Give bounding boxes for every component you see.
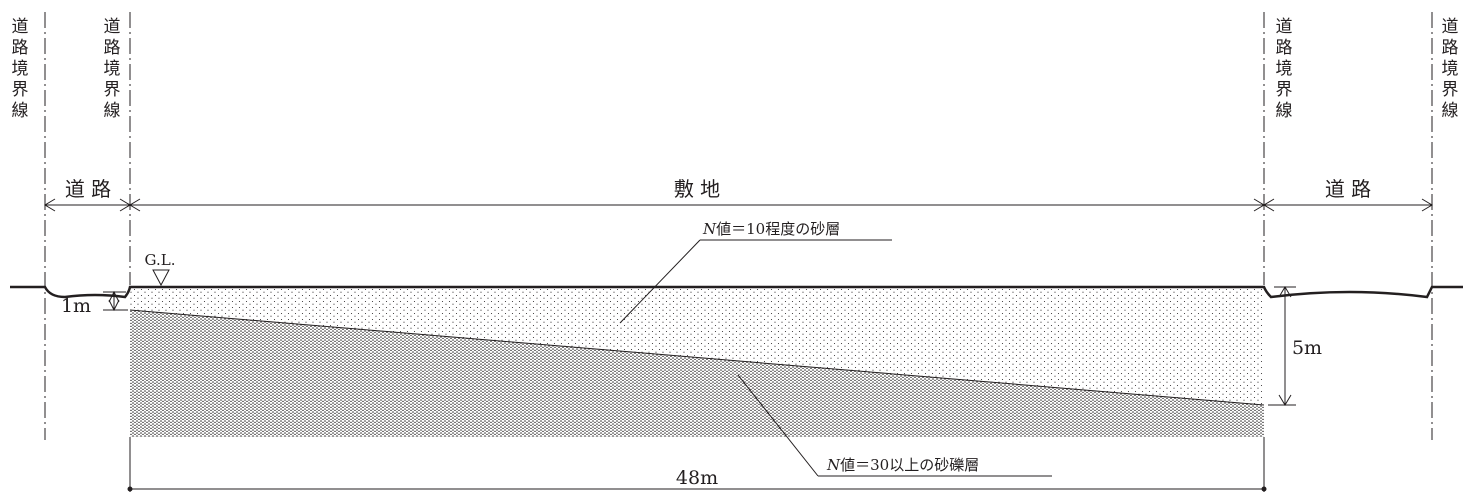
site-label: 敷 地 [674,177,720,201]
boundary-label-2: 道 路 境 界 線 [104,17,121,121]
svg-text:道: 道 [104,17,121,37]
svg-text:道: 道 [12,17,29,37]
svg-text:境: 境 [104,59,121,79]
svg-text:路: 路 [1442,38,1459,58]
svg-text:道: 道 [1276,17,1293,37]
boundary-label-4: 道 路 境 界 線 [1442,17,1459,121]
gl-marker-icon [152,269,170,287]
upper-layer-n: N [702,220,717,238]
boundary-label-1: 道 路 境 界 線 [12,17,29,121]
svg-text:界: 界 [1442,80,1459,100]
road-right-label: 道 路 [1325,177,1371,201]
road-left-label: 道 路 [65,177,111,201]
svg-text:路: 路 [12,38,29,58]
svg-text:路: 路 [1276,38,1293,58]
lower-layer-leader [737,374,1052,477]
svg-text:線: 線 [104,101,121,121]
ground-line [10,285,1463,299]
dim-1m-arrow [103,290,128,312]
svg-text:境: 境 [1276,59,1293,79]
boundary-label-3: 道 路 境 界 線 [1276,17,1293,121]
svg-text:界: 界 [1276,80,1293,100]
lower-layer-n: N [826,456,841,474]
svg-text:線: 線 [1442,101,1459,121]
upper-layer-leader [619,239,892,324]
svg-text:界: 界 [12,80,29,100]
boundary-lines [44,12,1433,440]
svg-text:界: 界 [104,80,121,100]
upper-layer-text: 値＝10程度の砂層 [716,220,840,238]
svg-text:線: 線 [1276,101,1293,121]
lower-layer-text: 値＝30以上の砂礫層 [840,456,979,474]
svg-text:線: 線 [12,101,29,121]
upper-layer-label: N値＝10程度の砂層 [702,220,840,238]
dim-5m-label: 5m [1292,337,1322,359]
zone-dimension-line [44,198,1433,212]
dim-48m-arrow [129,437,1265,492]
dim-1m-label: 1m [61,295,91,317]
layer-boundary-line [129,309,1265,406]
svg-text:境: 境 [12,59,29,79]
gravel-layer [130,310,1264,437]
dim-48m-dot-right [1261,486,1267,492]
svg-text:道: 道 [1442,17,1459,37]
svg-text:路: 路 [104,38,121,58]
dim-48m-dot-left [127,486,133,492]
svg-text:境: 境 [1442,59,1459,79]
lower-layer-label: N値＝30以上の砂礫層 [826,456,979,474]
dim-48m-label: 48m [676,467,718,489]
sand-layer [130,287,1264,405]
gl-label: G.L. [145,251,176,269]
dim-5m-arrow [1268,286,1296,406]
